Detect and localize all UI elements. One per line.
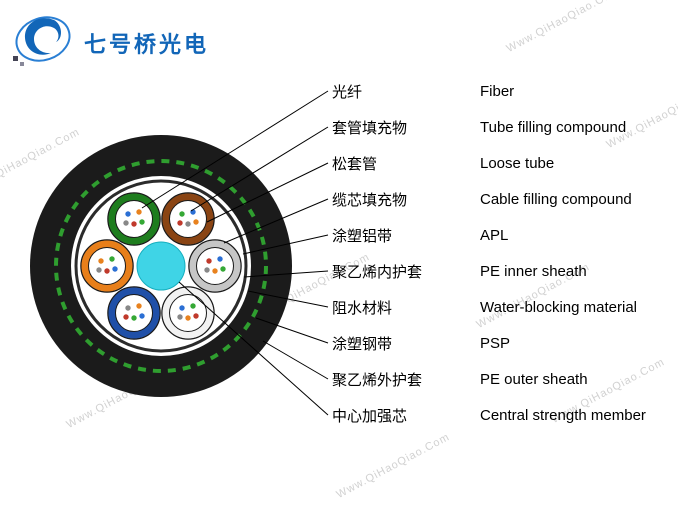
label-cn: 中心加强芯 [332,407,408,425]
leader-line-psp [255,317,329,344]
leader-lines [141,90,329,416]
loose-tube-right [188,239,242,293]
fiber-dots [177,303,199,321]
loose-tube-top-right [161,192,215,246]
label-en: APL [480,226,509,244]
leader-line-cable-filling [223,198,329,244]
loose-tube-bottom-right [161,286,215,340]
loose-tube-bottom-left [107,286,161,340]
leader-line-fiber [141,90,329,209]
label-cn: 涂塑钢带 [332,335,393,353]
label-cn: 套管填充物 [332,119,408,137]
fiber-dots [123,209,145,227]
label-en: Cable filling compound [480,190,632,208]
fiber-dots [177,209,199,227]
leader-line-central-member [178,281,329,416]
label-row-psp: 涂塑钢带 PSP [332,325,676,361]
leader-line-pe-outer [262,340,329,380]
label-cn: 光纤 [332,83,363,101]
label-cn: 缆芯填充物 [332,191,408,209]
fiber-dots [123,303,145,321]
label-cn: 阻水材料 [332,299,393,317]
logo: 七号桥光电 [10,8,209,77]
loose-tube-top-left [107,192,161,246]
leader-line-tube-filling [190,126,329,212]
label-en: PE outer sheath [480,370,588,388]
label-row-loose-tube: 松套管 Loose tube [332,145,676,181]
leader-line-apl [242,234,329,255]
water-blocking-ring [54,159,268,373]
label-cn: 聚乙烯内护套 [332,263,423,281]
label-cn: 涂塑铝带 [332,227,393,245]
label-en: Central strength member [480,406,646,424]
label-en: Water-blocking material [480,298,637,316]
label-cn: 聚乙烯外护套 [332,371,423,389]
label-en: Fiber [480,82,515,100]
logo-icon [10,8,76,77]
label-row-fiber: 光纤 Fiber [332,73,676,109]
label-row-pe-outer: 聚乙烯外护套 PE outer sheath [332,361,676,397]
leader-line-loose-tube [206,162,329,223]
label-list: 光纤 Fiber 套管填充物 Tube filling compound 松套管… [332,73,676,473]
label-row-tube-filling: 套管填充物 Tube filling compound [332,109,676,145]
label-cn: 松套管 [332,155,378,173]
label-row-water-blocking: 阻水材料 Water-blocking material [332,289,676,325]
label-en: Tube filling compound [480,118,627,136]
label-row-apl: 涂塑铝带 APL [332,217,676,253]
label-row-cable-filling: 缆芯填充物 Cable filling compound [332,181,676,217]
label-en: Loose tube [480,154,555,172]
fiber-dots [204,256,226,274]
leader-line-pe-inner [243,270,329,278]
leader-line-water-blocking [247,290,329,308]
label-en: PE inner sheath [480,262,587,280]
label-row-pe-inner: 聚乙烯内护套 PE inner sheath [332,253,676,289]
central-strength-member [136,241,186,291]
logo-title: 七号桥光电 [84,31,210,57]
label-row-central-member: 中心加强芯 Central strength member [332,397,676,433]
fiber-dots [96,256,118,274]
loose-tube-left [80,239,134,293]
label-en: PSP [480,334,511,352]
